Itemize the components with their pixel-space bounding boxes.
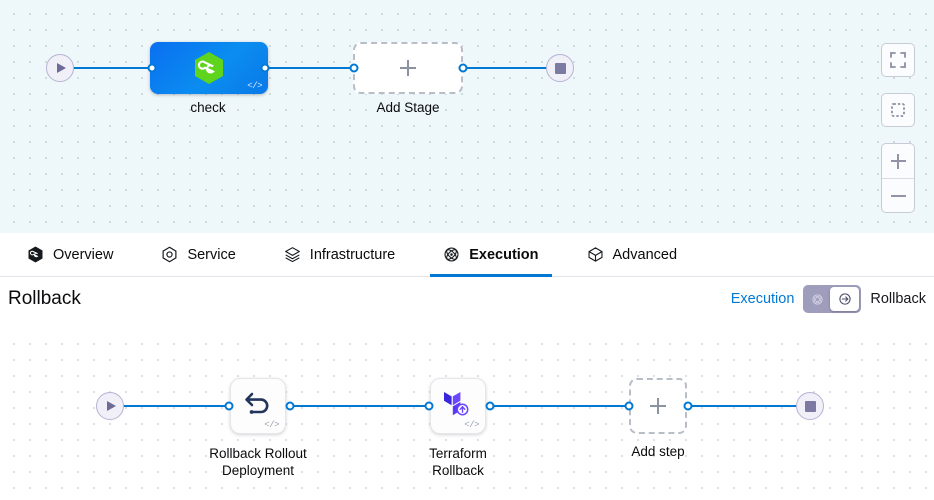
dashed-frame-icon <box>891 103 905 117</box>
stage-check-output-port[interactable] <box>260 63 270 73</box>
add-stage-input-port[interactable] <box>349 63 359 73</box>
play-icon <box>107 401 116 411</box>
plus-icon <box>890 153 906 169</box>
add-stage-output-port[interactable] <box>458 63 468 73</box>
tab-service-label: Service <box>187 246 236 263</box>
plus-icon <box>400 60 416 76</box>
terraform-rollback-icon <box>443 391 469 416</box>
play-icon <box>57 63 66 73</box>
stage-node-check[interactable]: </> <box>150 42 268 94</box>
code-badge-icon: </> <box>264 420 279 430</box>
add-step-node[interactable] <box>629 378 687 434</box>
execution-rollback-toggle-group: Execution <box>731 285 926 313</box>
step-node-rollback-rollout-deployment[interactable]: </> <box>230 378 286 434</box>
add-stage-node[interactable] <box>353 42 463 94</box>
edge-addstep-to-end <box>687 405 810 407</box>
step2-output-port[interactable] <box>485 401 495 411</box>
add-step-output-port[interactable] <box>683 401 693 411</box>
execution-rollback-switch[interactable] <box>803 285 862 313</box>
edge-start-to-check <box>60 67 152 69</box>
step1-input-port[interactable] <box>224 401 234 411</box>
rollback-end-node[interactable] <box>796 392 824 420</box>
advanced-cube-icon <box>587 246 604 263</box>
tab-overview-label: Overview <box>53 246 114 263</box>
tab-advanced-label: Advanced <box>612 246 678 263</box>
zoom-in-button[interactable] <box>882 144 914 178</box>
tab-execution[interactable]: Execution <box>430 233 552 277</box>
edge-step2-to-addstep <box>490 405 629 407</box>
tab-infrastructure-label: Infrastructure <box>309 246 396 263</box>
switch-off-slot <box>803 293 832 306</box>
edge-addstage-to-end <box>463 67 560 69</box>
stage-check-input-port[interactable] <box>147 63 157 73</box>
tab-advanced[interactable]: Advanced <box>574 233 691 277</box>
plus-icon <box>650 398 666 414</box>
step-node-terraform-rollback-label: Terraform Rollback <box>429 446 487 478</box>
switch-knob[interactable] <box>830 287 860 311</box>
edge-start-to-step1 <box>110 405 230 407</box>
zoom-controls <box>881 143 915 213</box>
rollback-start-node[interactable] <box>96 392 124 420</box>
toggle-label-rollback[interactable]: Rollback <box>870 291 926 307</box>
execution-atom-icon <box>812 293 824 305</box>
pipeline-end-node[interactable] <box>546 54 574 82</box>
page-title: Rollback <box>8 288 81 309</box>
add-stage-label: Add Stage <box>376 100 440 115</box>
stop-icon <box>554 62 566 74</box>
tab-execution-label: Execution <box>469 246 539 263</box>
step2-input-port[interactable] <box>424 401 434 411</box>
rollback-header: Rollback Execution <box>0 278 934 330</box>
tab-overview[interactable]: Overview <box>14 233 126 277</box>
select-frame-button[interactable] <box>881 93 915 127</box>
add-step-input-port[interactable] <box>624 401 634 411</box>
stop-icon <box>804 400 816 412</box>
edge-check-to-addstage <box>264 67 353 69</box>
rollback-arrow-icon <box>839 293 851 305</box>
code-badge-icon: </> <box>464 420 479 430</box>
add-step-label: Add step <box>631 444 685 459</box>
tab-service[interactable]: Service <box>148 233 248 277</box>
fit-to-screen-button[interactable] <box>881 43 915 77</box>
tab-infrastructure[interactable]: Infrastructure <box>271 233 408 277</box>
zoom-out-button[interactable] <box>882 178 914 212</box>
stage-node-check-label: check <box>190 100 226 115</box>
toggle-label-execution[interactable]: Execution <box>730 291 795 307</box>
service-hexagon-icon <box>161 246 178 263</box>
code-badge-icon: </> <box>247 81 262 91</box>
fit-to-screen-icon <box>890 52 906 68</box>
step-node-rollback-rollout-deployment-label: Rollback Rollout Deployment <box>209 446 307 478</box>
stage-config-tabs: Overview Service In <box>0 233 934 277</box>
harness-hexagon-icon <box>195 52 223 84</box>
infrastructure-layers-icon <box>284 246 301 263</box>
step1-output-port[interactable] <box>285 401 295 411</box>
harness-hexagon-icon <box>27 246 44 263</box>
pipeline-start-node[interactable] <box>46 54 74 82</box>
rollback-graph-canvas[interactable]: </> Rollback Rollout Deployment </> Terr… <box>0 330 934 500</box>
execution-atom-icon <box>443 246 460 263</box>
step-node-terraform-rollback[interactable]: </> <box>430 378 486 434</box>
stage-graph-canvas[interactable]: </> check Add Stage <box>0 0 934 233</box>
edge-step1-to-step2 <box>290 405 430 407</box>
minus-icon <box>890 194 906 197</box>
rollback-undo-arrow-icon <box>245 392 269 414</box>
